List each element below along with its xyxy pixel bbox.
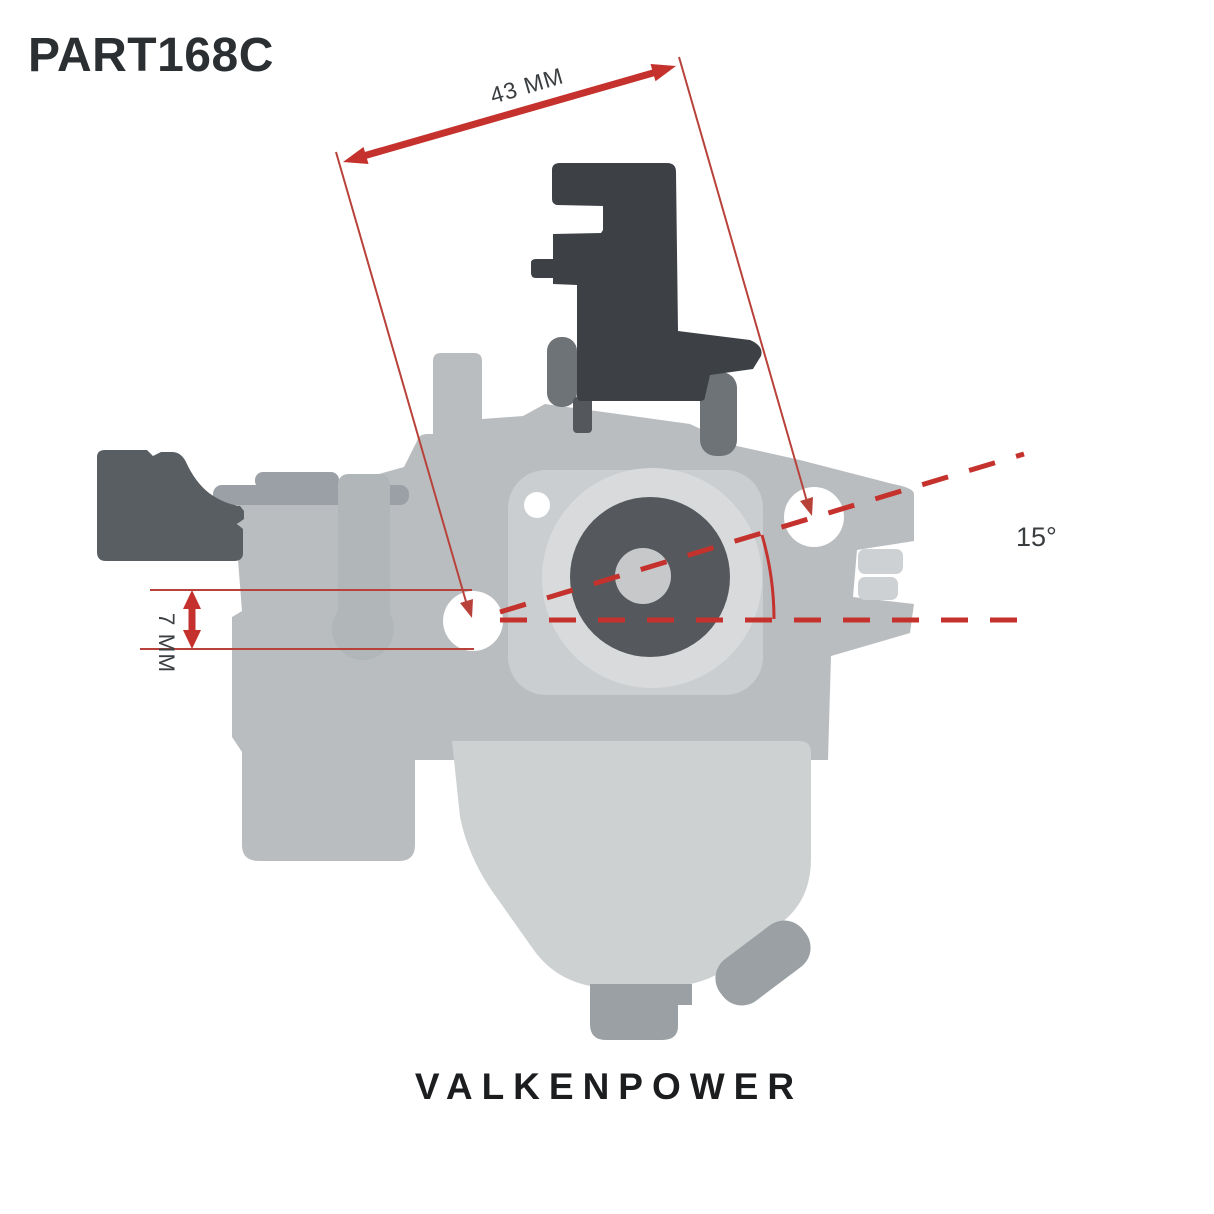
offset-arrow-down-icon bbox=[183, 630, 201, 649]
angle-arc bbox=[760, 534, 776, 620]
width-arrow-right-icon bbox=[650, 64, 676, 82]
width-dimension bbox=[335, 56, 813, 618]
mixture-screw-lower bbox=[858, 577, 898, 600]
brand-logo: VALKENPOWER bbox=[414, 1066, 804, 1107]
left-lever bbox=[97, 450, 244, 561]
width-dimension-line bbox=[359, 67, 661, 161]
bore-center bbox=[615, 548, 671, 604]
drain-nub bbox=[590, 984, 692, 1040]
throttle-rod-ball bbox=[332, 598, 394, 660]
dimension-annotations bbox=[140, 56, 1025, 650]
angle-dashed-inclined bbox=[499, 451, 1025, 615]
angle-dimension-label: 15° bbox=[1016, 522, 1057, 552]
width-arrow-left-icon bbox=[343, 147, 369, 164]
offset-dimension bbox=[140, 589, 474, 650]
width-leader-tip-left-icon bbox=[460, 599, 473, 618]
lever-pillar-left bbox=[547, 337, 577, 407]
width-leader-tip-right-icon bbox=[800, 497, 813, 516]
throttle-rod bbox=[338, 474, 390, 619]
choke-lever bbox=[531, 163, 762, 401]
flange-small-hole bbox=[524, 492, 550, 518]
float-bowl bbox=[452, 741, 811, 988]
part-number: PART168C bbox=[28, 29, 274, 82]
width-extension-right bbox=[678, 56, 811, 513]
mixture-screw-upper bbox=[858, 549, 903, 574]
lever-stub bbox=[573, 397, 592, 433]
width-extension-left bbox=[335, 151, 470, 613]
offset-dimension-label: 7 MM bbox=[154, 612, 179, 674]
angle-dimension bbox=[499, 451, 1025, 623]
mount-hole-right bbox=[784, 487, 844, 547]
bowl-foot bbox=[715, 920, 811, 1006]
lever-pillar-right bbox=[700, 372, 737, 456]
carburetor-part bbox=[97, 163, 914, 1040]
mount-hole-left bbox=[443, 591, 503, 651]
offset-arrow-up-icon bbox=[183, 590, 201, 609]
fuel-inlet-hump bbox=[255, 472, 339, 489]
